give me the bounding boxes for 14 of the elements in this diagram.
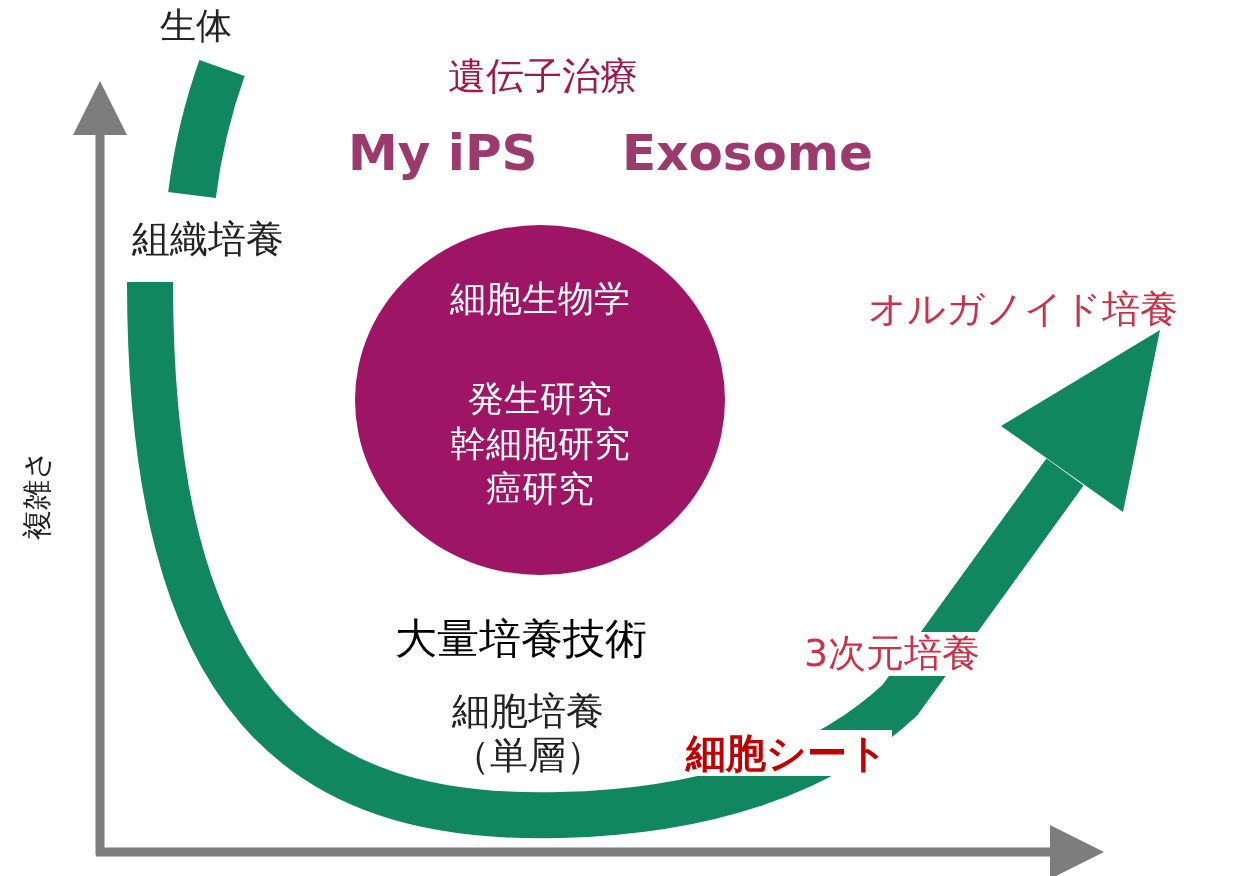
stage-label: 細胞シート (682, 730, 892, 776)
research-text: 細胞生物学 (449, 277, 631, 321)
therapy-label: 遺伝子治療 (448, 55, 638, 99)
technology-label: 大量培養技術 (395, 615, 647, 664)
stage-label: オルガノイド培養 (868, 288, 1178, 332)
stage-label: 細胞培養（単層） (450, 690, 605, 778)
therapy-label: My iPS (348, 125, 538, 183)
research-text: 発生研究 (467, 377, 613, 421)
stage-label: 組織培養 (132, 218, 284, 262)
research-text: 幹細胞研究 (449, 422, 631, 466)
axis-label: 複雑さ (20, 449, 55, 540)
therapy-label: Exosome (622, 125, 873, 183)
research-text: 癌研究 (485, 467, 595, 511)
stage-label: 生体 (160, 5, 232, 47)
